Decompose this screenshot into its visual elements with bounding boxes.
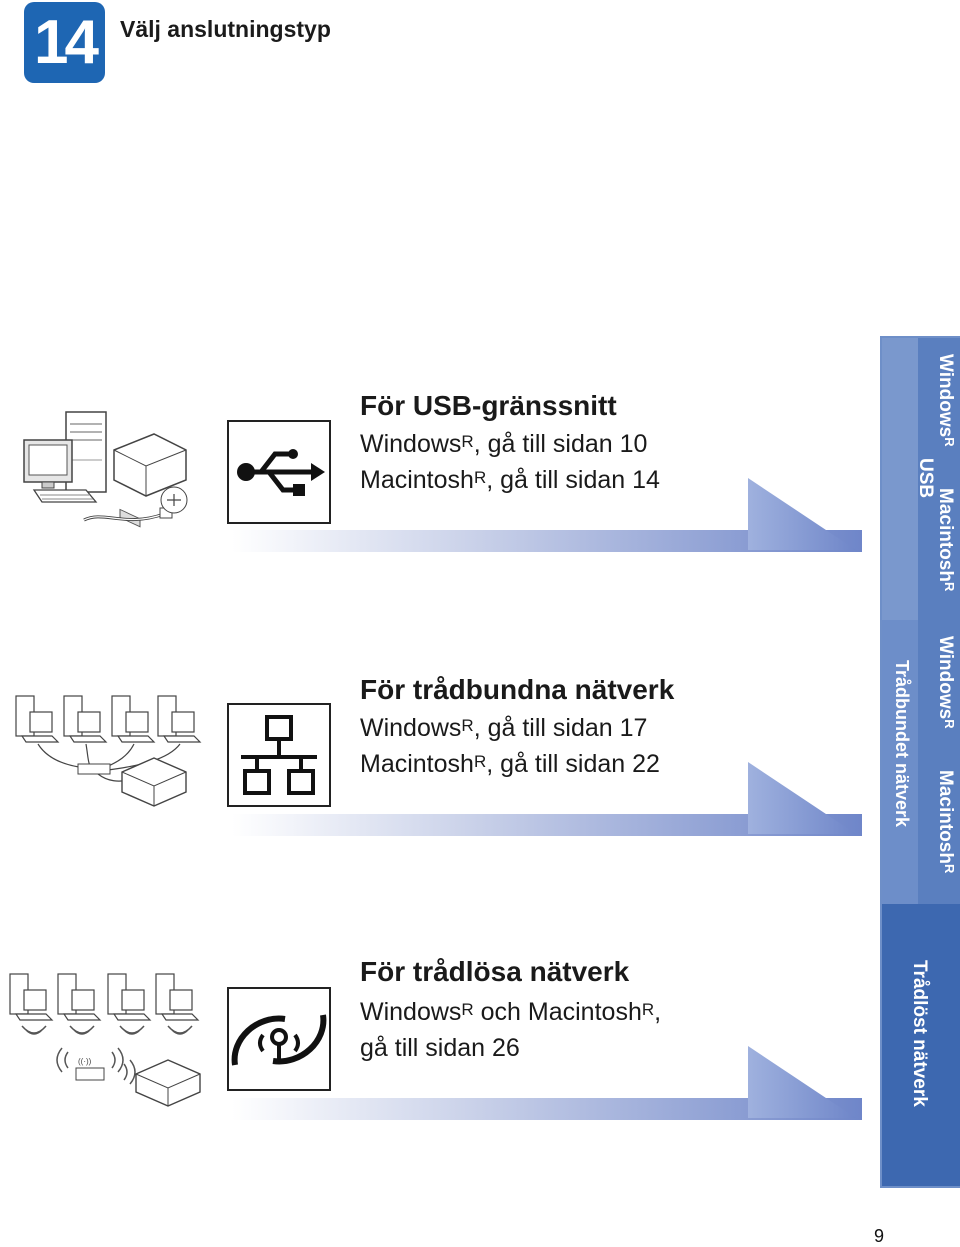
wired-arrow [232,814,862,836]
section-title-usb: För USB-gränssnitt [360,390,617,421]
wireless-network-icon [227,987,331,1091]
usb-windows-line: WindowsR, gå till sidan 10 [360,430,648,458]
svg-text:((·)): ((·)) [78,1057,92,1066]
wireless-arrow-head [748,1046,856,1118]
wireless-page-line: gå till sidan 26 [360,1034,520,1062]
wireless-arrow [232,1098,862,1120]
usb-arrow-head [748,478,856,550]
usb-arrow [232,530,862,552]
tab-wireless-label: Trådlöst nätverk [909,960,930,1107]
wireless-network-illustration: ((·)) [9,973,201,1107]
wired-macintosh-line: MacintoshR, gå till sidan 22 [360,750,660,778]
usb-setup-illustration [23,411,188,528]
tab-wired-windows: WindowsR [935,636,957,729]
wired-windows-line: WindowsR, gå till sidan 17 [360,714,648,742]
section-title-wired: För trådbundna nätverk [360,674,675,705]
usb-icon [227,420,331,524]
side-tab-wireless[interactable]: Trådlöst nätverk [880,904,960,1188]
section-title-wireless: För trådlösa nätverk [360,956,630,987]
wireless-os-line: WindowsR och MacintoshR, [360,998,662,1026]
tab-wired-label: Trådbundet nätverk [892,660,912,828]
step-number-badge: 14 [24,2,105,83]
page-title: Välj anslutningstyp [120,16,331,42]
page-number: 9 [874,1226,885,1246]
tab-usb-macintosh: MacintoshR [935,488,957,592]
wired-arrow-head [748,762,856,834]
tab-wired-macintosh: MacintoshR [935,770,957,874]
tab-usb-label: USB [915,458,936,499]
tab-usb-windows: WindowsR [935,354,957,447]
usb-macintosh-line: MacintoshR, gå till sidan 14 [360,466,660,494]
side-tab-usb[interactable]: USB WindowsR MacintoshR [880,336,960,620]
side-tab-wired[interactable]: Trådbundet nätverk WindowsR MacintoshR [880,620,960,904]
wired-network-icon [227,703,331,807]
wired-network-illustration [15,695,202,807]
